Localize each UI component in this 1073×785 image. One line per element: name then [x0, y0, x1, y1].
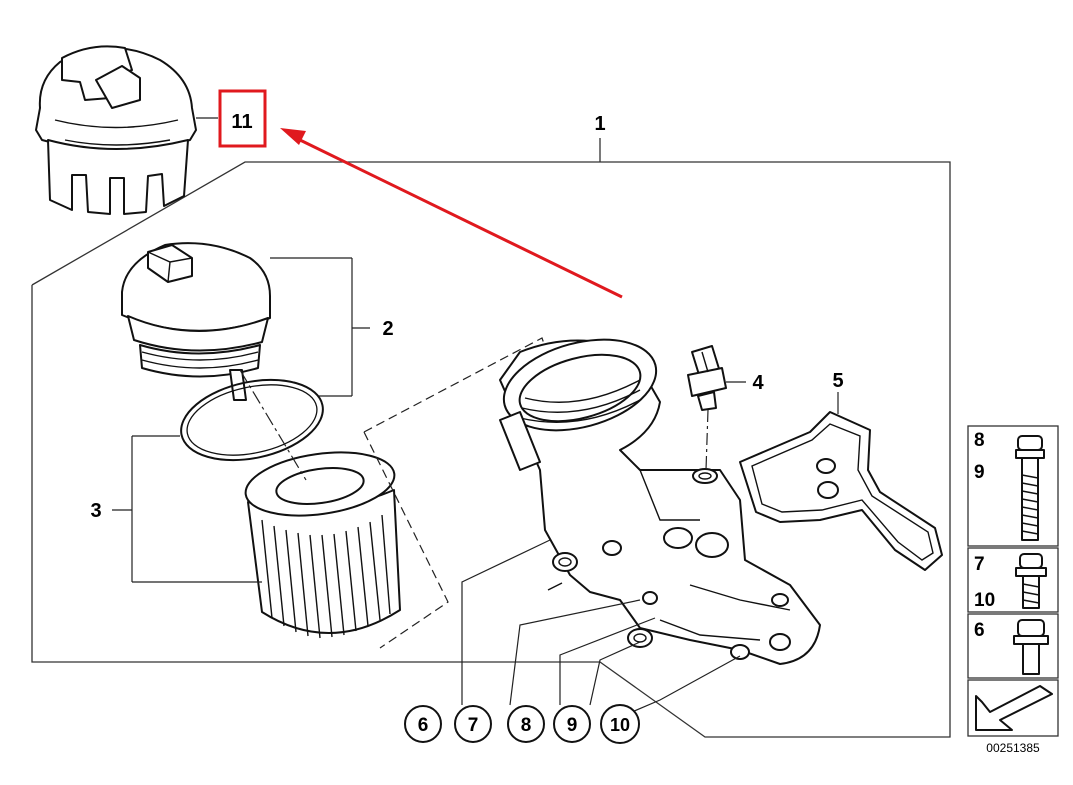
filter-housing-part [499, 338, 821, 665]
callout-9: 9 [553, 705, 591, 743]
long-bolt-icon [1015, 435, 1045, 541]
highlight-box [218, 89, 267, 148]
part-number-11: 11 [231, 111, 252, 133]
callout-number-6: 6 [418, 715, 429, 736]
part-number-3: 3 [90, 500, 101, 522]
direction-arrow-icon [975, 685, 1053, 731]
callout-number-8: 8 [521, 715, 532, 736]
callout-8: 8 [507, 705, 545, 743]
legend-label-8: 8 [974, 430, 985, 451]
legend-label-10: 10 [974, 590, 995, 611]
callout-10: 10 [600, 704, 640, 744]
filter-element-part [112, 435, 401, 639]
part-number-1: 1 [594, 113, 605, 135]
assembly-outline [31, 138, 951, 738]
short-bolt-icon [1015, 553, 1047, 609]
legend-label-7: 7 [974, 554, 985, 575]
legend-label-9: 9 [974, 462, 985, 483]
callout-number-9: 9 [567, 715, 578, 736]
callout-7: 7 [454, 705, 492, 743]
stud-bolt-icon [1013, 619, 1049, 675]
gasket-part [739, 392, 943, 571]
legend-label-6: 6 [974, 620, 985, 641]
callout-6: 6 [404, 705, 442, 743]
part-number-4: 4 [752, 372, 764, 394]
callout-number-7: 7 [468, 715, 479, 736]
legend-panel: 8 9 7 10 6 [967, 425, 1059, 737]
catalog-number: 00251385 [986, 741, 1040, 755]
part-number-2: 2 [382, 318, 393, 340]
part-number-5: 5 [832, 370, 843, 392]
sensor-part [687, 345, 746, 484]
filter-cap-part [121, 242, 370, 401]
highlight-arrow [280, 128, 623, 299]
callout-leaders [461, 539, 741, 713]
callout-number-10: 10 [610, 715, 630, 735]
o-ring-part [180, 378, 324, 462]
filter-wrench-part [35, 45, 218, 215]
